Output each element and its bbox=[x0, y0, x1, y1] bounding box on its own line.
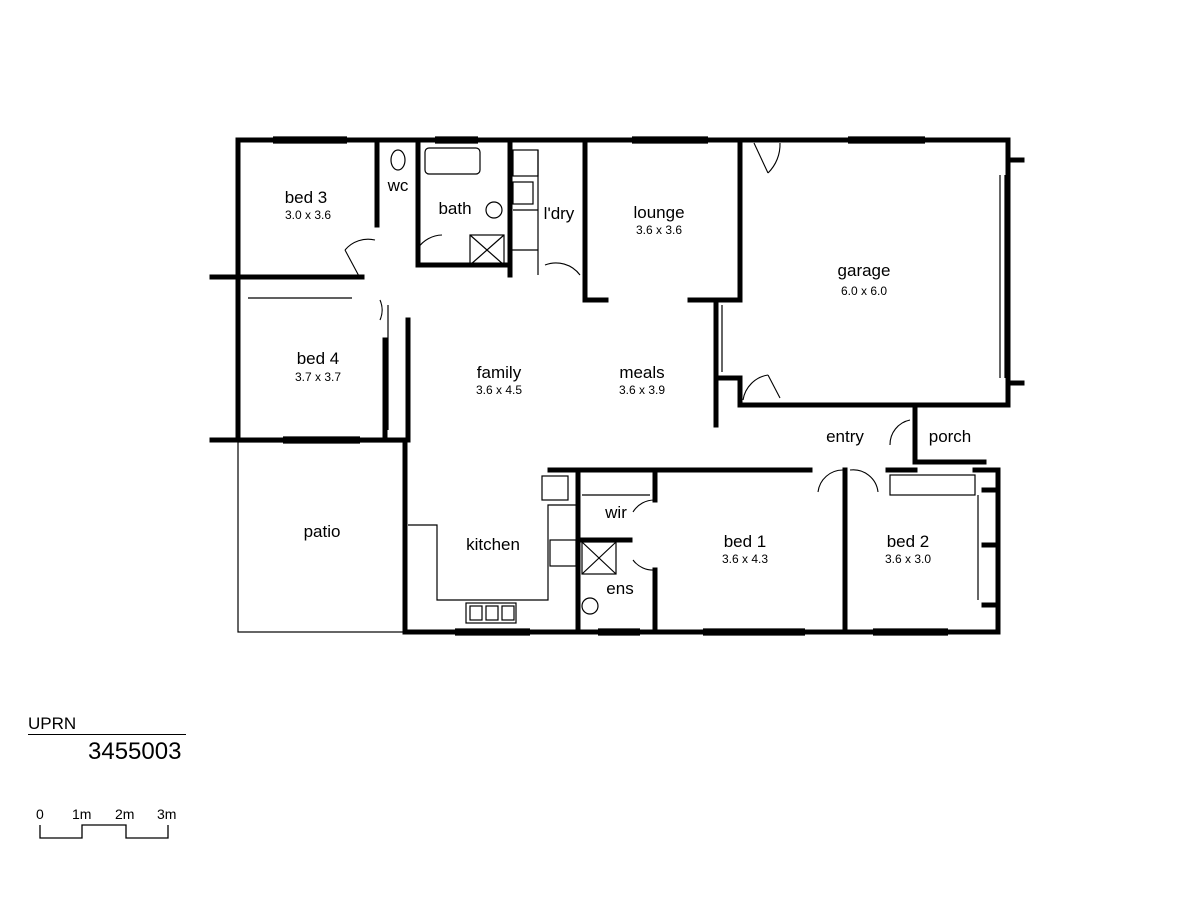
room-name-bed2: bed 2 bbox=[887, 532, 930, 551]
scale-label-0: 0 bbox=[36, 806, 44, 822]
room-dim-meals: 3.6 x 3.9 bbox=[619, 383, 665, 397]
room-dim-bed2: 3.6 x 3.0 bbox=[885, 552, 931, 566]
room-dim-family: 3.6 x 4.5 bbox=[476, 383, 522, 397]
room-name-family: family bbox=[477, 363, 522, 382]
room-name-porch: porch bbox=[929, 427, 972, 446]
room-name-meals: meals bbox=[619, 363, 664, 382]
room-name-bath: bath bbox=[438, 199, 471, 218]
room-name-bed1: bed 1 bbox=[724, 532, 767, 551]
room-name-wc: wc bbox=[387, 176, 409, 195]
room-name-patio: patio bbox=[304, 522, 341, 541]
thin-lines bbox=[237, 136, 1006, 636]
scale-bar bbox=[39, 824, 169, 839]
room-dim-bed3: 3.0 x 3.6 bbox=[285, 208, 331, 222]
uprn-divider bbox=[28, 734, 186, 735]
room-name-bed3: bed 3 bbox=[285, 188, 328, 207]
room-name-wir: wir bbox=[604, 503, 627, 522]
door-swings bbox=[344, 142, 911, 571]
room-name-ens: ens bbox=[606, 579, 633, 598]
room-name-bed4: bed 4 bbox=[297, 349, 340, 368]
room-dim-lounge: 3.6 x 3.6 bbox=[636, 223, 682, 237]
scale-label-3m: 3m bbox=[157, 806, 177, 822]
uprn-value: 3455003 bbox=[88, 738, 182, 765]
room-name-entry: entry bbox=[826, 427, 864, 446]
room-name-kitchen: kitchen bbox=[466, 535, 520, 554]
room-dim-garage: 6.0 x 6.0 bbox=[841, 284, 887, 298]
room-name-lounge: lounge bbox=[633, 203, 684, 222]
room-dim-bed4: 3.7 x 3.7 bbox=[295, 370, 341, 384]
scale-label-2m: 2m bbox=[115, 806, 135, 822]
room-dim-bed1: 3.6 x 4.3 bbox=[722, 552, 768, 566]
room-name-garage: garage bbox=[838, 261, 891, 280]
scale-label-1m: 1m bbox=[72, 806, 92, 822]
room-name-laundry: l'dry bbox=[544, 204, 575, 223]
room-labels: bed 3 3.0 x 3.6 wc bath l'dry lounge 3.6… bbox=[285, 176, 972, 598]
uprn-label: UPRN bbox=[28, 714, 77, 733]
